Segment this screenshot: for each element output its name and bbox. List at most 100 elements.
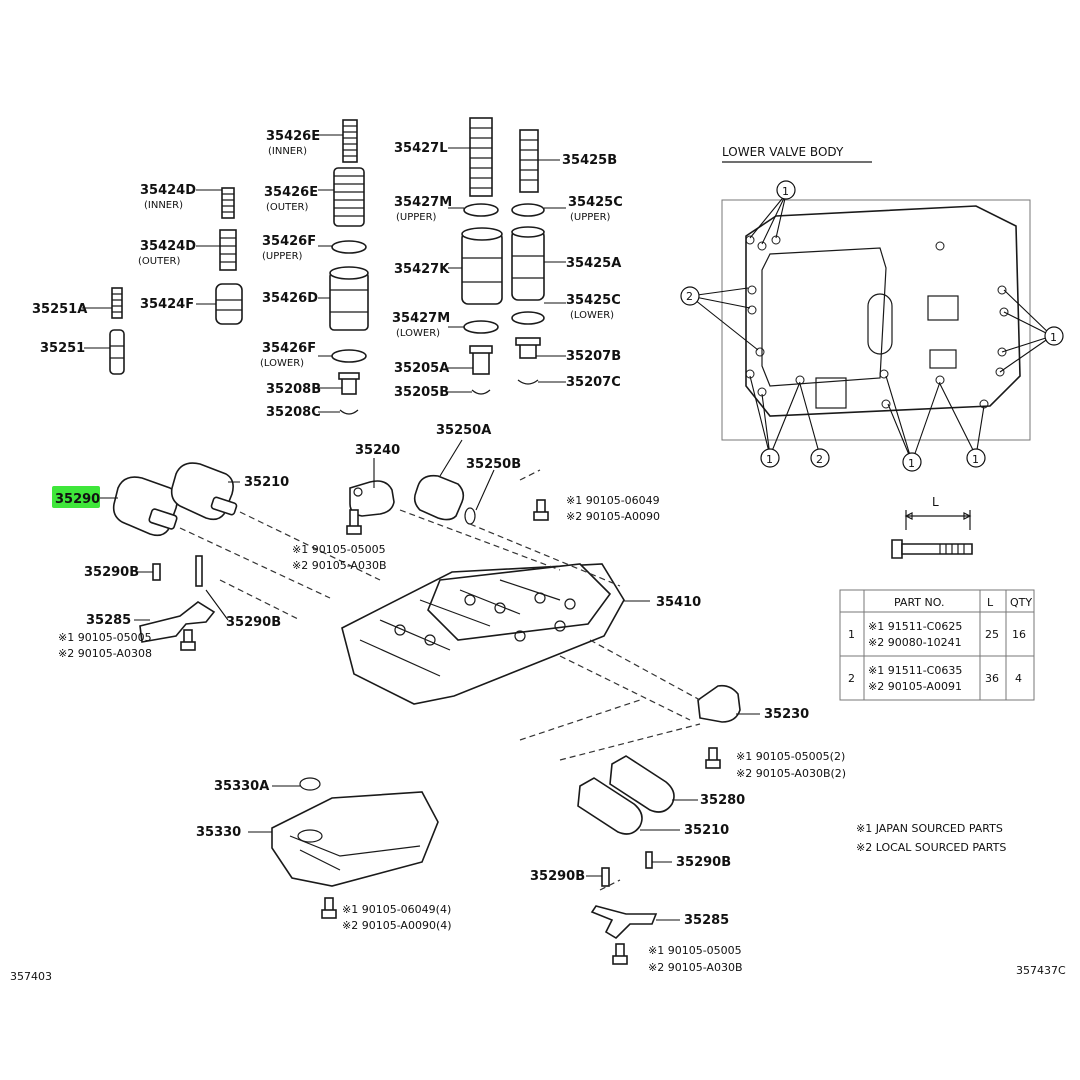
clip-35205b: [471, 389, 491, 395]
leader-line: [82, 134, 760, 921]
plug-35205a: [469, 345, 493, 375]
callout-sub: (OUTER): [138, 256, 180, 267]
bolt-note-line: ※1 90105-06049: [566, 494, 660, 507]
bolt-icon: [533, 499, 549, 521]
table-row-qty: 4: [1015, 672, 1022, 685]
bolt-table: PART NO. L QTY 1 ※1 91511-C0625 ※2 90080…: [839, 589, 1035, 701]
bolt-note-line: ※1 90105-06049(4): [342, 903, 451, 916]
marker-1-bottom-b: 1: [902, 452, 922, 472]
solenoid-35230: [697, 684, 741, 723]
footer-code-left: 357403: [10, 970, 52, 983]
spring-35425b: [519, 129, 539, 193]
svg-text:1: 1: [908, 457, 915, 470]
table-header-part-no: PART NO.: [894, 596, 944, 609]
highlighted-part-35290[interactable]: 35290: [52, 486, 100, 508]
callout-35285-upper: 35285: [86, 613, 131, 628]
svg-text:1: 1: [782, 185, 789, 198]
bolt-note-line: ※2 90105-A030B: [648, 961, 743, 974]
sleeve-35426d: [329, 266, 369, 331]
oring-35330a: [299, 777, 321, 791]
solenoid-35280: [609, 755, 675, 813]
callout-sub: (LOWER): [396, 328, 440, 339]
callout-sub: (UPPER): [396, 212, 437, 223]
callout-35426f-upper: 35426F: [262, 234, 316, 249]
callout-group: 35426E (INNER) 35426E (OUTER) 35426F (UP…: [32, 129, 809, 928]
callout-35427k: 35427K: [394, 262, 450, 277]
table-row-part1: ※1 91511-C0625: [868, 620, 962, 633]
callout-35290b-left: 35290B: [84, 565, 139, 580]
highlight-label: 35290: [55, 492, 100, 507]
bracket-35285-upper: [139, 601, 216, 643]
assembly-line: [179, 469, 701, 891]
callout-35427m-lower: 35427M: [392, 311, 450, 326]
callout-35285-lower: 35285: [684, 913, 729, 928]
callout-35425c-lower: 35425C: [566, 293, 621, 308]
clip-35207c: [517, 379, 539, 385]
callout-35424f: 35424F: [140, 297, 194, 312]
solenoid-35250a: [413, 474, 465, 521]
callout-35424d-inner: 35424D: [140, 183, 196, 198]
callout-35207b: 35207B: [566, 349, 621, 364]
pin-35290b-left: [152, 563, 161, 581]
spring-35424d-outer: [219, 229, 237, 271]
marker-2-bottom: 2: [810, 448, 830, 468]
callout-35330a: 35330A: [214, 779, 269, 794]
table-row-no: 1: [848, 628, 855, 641]
strainer-35330: [271, 791, 439, 887]
spring-35424d-inner: [221, 187, 235, 219]
bolt-note-line: ※1 90105-05005: [292, 543, 386, 556]
legend-japan: ※1 JAPAN SOURCED PARTS: [856, 822, 1003, 835]
marker-1-top: 1: [776, 180, 796, 200]
svg-text:2: 2: [686, 290, 693, 303]
bolt-icon: [612, 943, 628, 965]
highlight-box: [52, 486, 100, 508]
callout-sub: (LOWER): [570, 310, 614, 321]
callout-sub: (LOWER): [260, 358, 304, 369]
callout-35210-upper: 35210: [244, 475, 289, 490]
callout-35425b: 35425B: [562, 153, 617, 168]
legend-local: ※2 LOCAL SOURCED PARTS: [856, 841, 1006, 854]
spring-35427l: [469, 117, 493, 197]
callout-35290b-right: 35290B: [676, 855, 731, 870]
table-row-l: 36: [985, 672, 999, 685]
marker-1-bottom-a: 1: [760, 448, 780, 468]
lower-valve-body-inset: LOWER VALVE BODY 1 2 1: [680, 145, 1064, 472]
valve-35251: [109, 329, 125, 375]
marker-1-bottom-c: 1: [966, 448, 986, 468]
table-row-part2: ※2 90080-10241: [868, 636, 962, 649]
ring-35426f-upper: [331, 240, 367, 254]
callout-35426e-inner: 35426E: [266, 129, 320, 144]
table-header-l: L: [987, 596, 994, 609]
callout-35230: 35230: [764, 707, 809, 722]
bolt-notes: ※1 90105-06049 ※2 90105-A0090 ※1 90105-0…: [58, 494, 846, 974]
bolt-icon: [346, 509, 362, 535]
callout-35410: 35410: [656, 595, 701, 610]
spring-35426e-outer: [333, 167, 365, 227]
callout-35250a: 35250A: [436, 423, 491, 438]
callout-35207c: 35207C: [566, 375, 621, 390]
valve-35424f: [215, 283, 243, 325]
callout-35280: 35280: [700, 793, 745, 808]
solenoid-35210-lower: [577, 777, 643, 835]
callout-35240: 35240: [355, 443, 400, 458]
bolt-icon: [705, 747, 721, 769]
ring-35427m-upper: [463, 203, 499, 217]
spring-35251a: [111, 287, 123, 319]
marker-1-right: 1: [1044, 326, 1064, 346]
source-legend: ※1 JAPAN SOURCED PARTS ※2 LOCAL SOURCED …: [856, 822, 1006, 854]
ring-35426f-lower: [331, 349, 367, 363]
bolt-icon: [321, 897, 337, 919]
bolt-note-line: ※1 90105-05005: [58, 631, 152, 644]
table-row-no: 2: [848, 672, 855, 685]
solenoid-35290: [112, 476, 178, 537]
callout-35427m-upper: 35427M: [394, 195, 452, 210]
callout-35290b-bottom: 35290B: [530, 869, 585, 884]
svg-text:1: 1: [766, 453, 773, 466]
callout-35205b: 35205B: [394, 385, 449, 400]
bolt-note-line: ※1 90105-05005(2): [736, 750, 845, 763]
bolt-icon: [180, 629, 196, 651]
bolt-note-line: ※1 90105-05005: [648, 944, 742, 957]
callout-35250b: 35250B: [466, 457, 521, 472]
callout-35251a: 35251A: [32, 302, 87, 317]
plug-35208b: [338, 372, 360, 395]
